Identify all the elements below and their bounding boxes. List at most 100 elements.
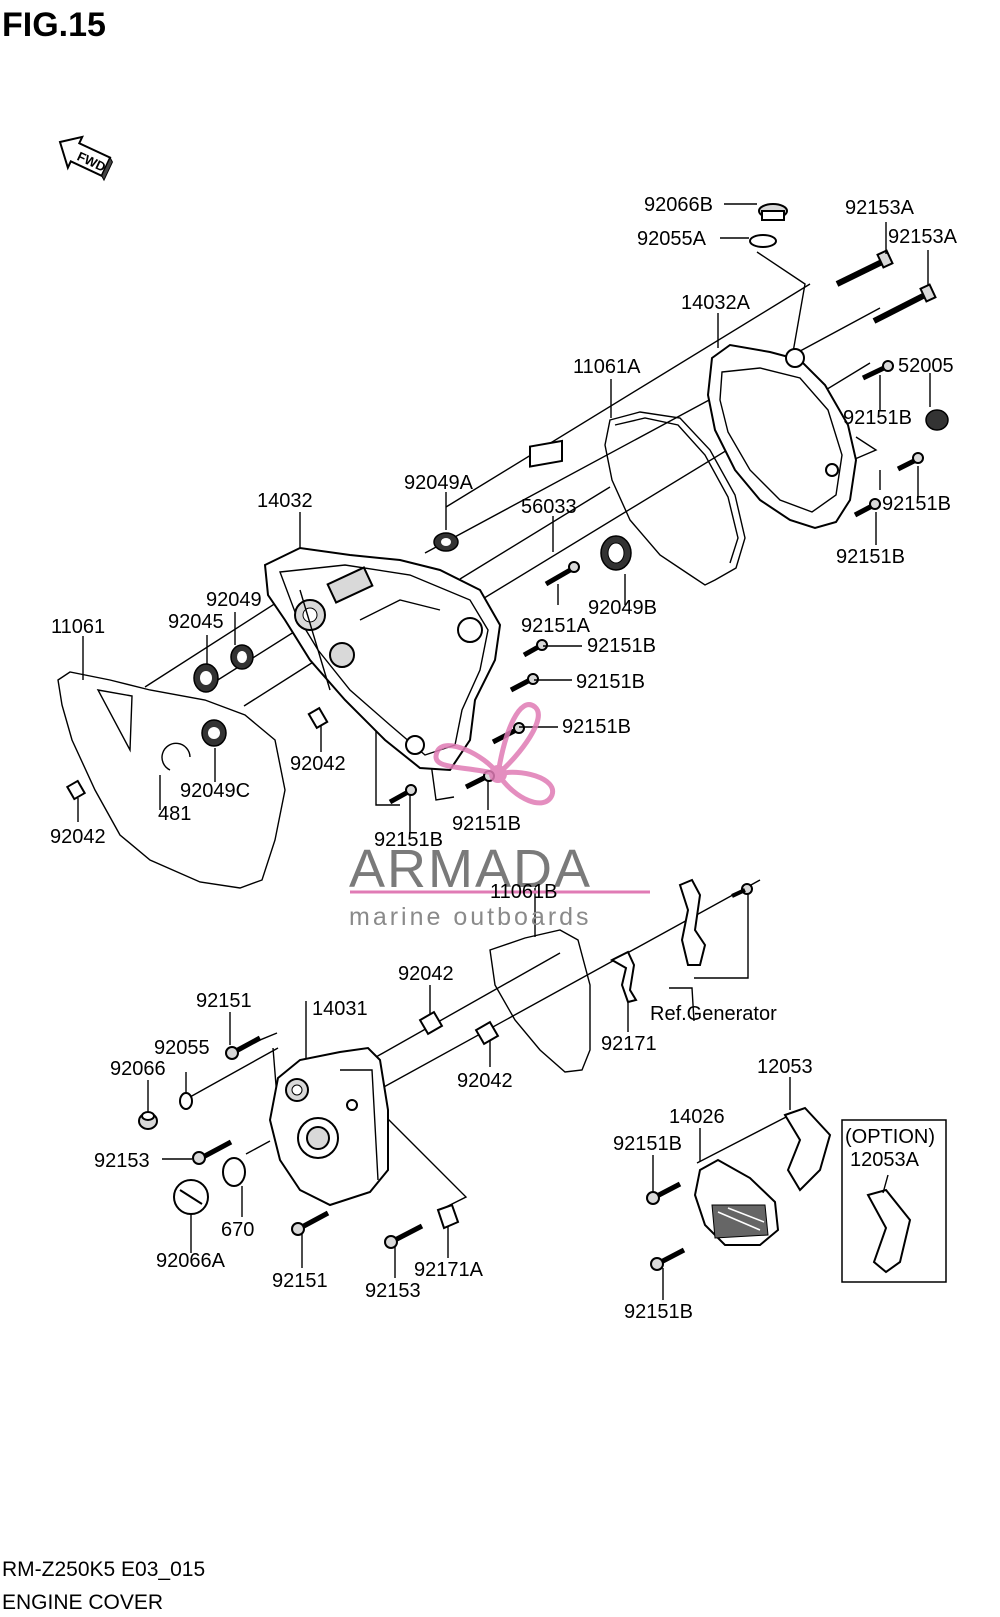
label-92055A: 92055A (637, 228, 707, 250)
label-92151B-10: 92151B (624, 1301, 693, 1323)
label-92151B-2: 92151B (882, 493, 951, 515)
watermark: ARMADA marine outboards (349, 702, 650, 931)
bolt-92153A-2 (872, 283, 937, 324)
label-670: 670 (221, 1219, 254, 1241)
dowel-92042-4 (474, 1020, 500, 1046)
label-92066: 92066 (110, 1058, 166, 1080)
guide-plate-12053 (783, 1106, 832, 1192)
magneto-cover-14031 (268, 1046, 389, 1207)
bolt-92151B-3 (853, 498, 881, 518)
label-92153A-1: 92153A (845, 197, 915, 219)
leader-lines (77, 203, 931, 1300)
gasket-11061A (604, 411, 746, 586)
label-92151B-8: 92151B (452, 813, 521, 835)
label-52005: 52005 (898, 355, 954, 377)
circlip-481 (161, 742, 191, 771)
clutch-cover-14032A (706, 343, 858, 530)
crankcase-cover-14032 (263, 546, 502, 772)
propeller-icon (433, 702, 555, 806)
label-92171: 92171 (601, 1033, 657, 1055)
bolt-92151B-10 (650, 1247, 686, 1271)
label-92153-2: 92153 (365, 1280, 421, 1302)
dowel-92042-2 (65, 779, 87, 801)
o-ring-92055 (179, 1092, 193, 1110)
label-14026: 14026 (669, 1106, 725, 1128)
label-11061: 11061 (51, 616, 105, 638)
bolt-92153A-1 (835, 249, 894, 287)
cap-52005 (925, 409, 949, 431)
plug-92066A (173, 1179, 209, 1215)
watermark-tagline: marine outboards (349, 903, 592, 931)
part-labels: 92066B 92055A 92153A 92153A 14032A 11061… (50, 194, 958, 1323)
seal-92049C (201, 719, 227, 747)
label-92042-1: 92042 (290, 753, 346, 775)
label-92151B-6: 92151B (562, 716, 631, 738)
label-92049C: 92049C (180, 780, 250, 802)
label-92042-2: 92042 (50, 826, 106, 848)
footer-code: RM-Z250K5 E03_015 (2, 1558, 205, 1581)
guide-cover-14026 (693, 1158, 780, 1246)
footer-name: ENGINE COVER (2, 1591, 163, 1614)
watermark-brand: ARMADA (349, 839, 592, 899)
plug-92066 (138, 1111, 158, 1130)
gasket-11061B (489, 929, 591, 1073)
label-92049A: 92049A (404, 472, 474, 494)
label-92151B-5: 92151B (576, 671, 645, 693)
label-92042-4: 92042 (457, 1070, 513, 1092)
seal-92049 (230, 644, 254, 670)
fwd-arrow-icon: FWD (58, 135, 114, 182)
label-92151B-3: 92151B (836, 546, 905, 568)
label-12053A: 12053A (850, 1149, 920, 1171)
label-92151B-7: 92151B (374, 829, 443, 851)
guide-plate-12053A (866, 1188, 912, 1274)
label-92151A: 92151A (521, 615, 591, 637)
option-box (841, 1119, 947, 1283)
label-11061A: 11061A (573, 356, 641, 378)
label-92171A: 92171A (414, 1259, 484, 1281)
label-92049B: 92049B (588, 597, 657, 619)
label-92151B-4: 92151B (587, 635, 656, 657)
seal-92049B (600, 535, 632, 571)
label-56033: 56033 (521, 496, 577, 518)
label-14031: 14031 (312, 998, 368, 1020)
o-ring-92055A (749, 234, 777, 248)
label-92045: 92045 (168, 611, 224, 633)
clamp-92171A (436, 1203, 460, 1230)
label-92151-1: 92151 (196, 990, 252, 1012)
gasket-11061 (57, 671, 286, 889)
label-92066B: 92066B (644, 194, 713, 216)
bolt-92151B-5 (509, 673, 539, 693)
label-481: 481 (158, 803, 191, 825)
bolt-92151-1 (225, 1035, 262, 1060)
label-14032A: 14032A (681, 292, 751, 314)
label-92055: 92055 (154, 1037, 210, 1059)
option-title: (OPTION) (845, 1126, 935, 1148)
label-12053: 12053 (757, 1056, 813, 1078)
dowel-92042-3 (418, 1010, 444, 1036)
bolt-92151A (544, 561, 580, 587)
bolt-92151B-2 (896, 452, 924, 472)
clamp-92171 (609, 950, 638, 1004)
bolt-92151-2 (291, 1210, 330, 1236)
label-92042-3: 92042 (398, 963, 454, 985)
label-92151B-9: 92151B (613, 1133, 682, 1155)
label-11061B: 11061B (490, 881, 557, 903)
label-92049: 92049 (206, 589, 262, 611)
bolt-92151B-9 (646, 1181, 682, 1205)
label-92151B-1: 92151B (843, 407, 912, 429)
plug-92066B (758, 203, 788, 221)
generator-bracket (678, 878, 753, 966)
bearing-92045 (193, 663, 219, 693)
plate-56033 (529, 439, 563, 468)
label-92066A: 92066A (156, 1250, 226, 1272)
bolt-92153-1 (192, 1139, 233, 1165)
bolt-92151B-1 (861, 360, 894, 381)
ref-generator-label: Ref.Generator (650, 1003, 777, 1025)
label-14032: 14032 (257, 490, 313, 512)
bolt-92153-2 (384, 1223, 424, 1249)
figure-title: FIG.15 (2, 6, 106, 44)
bolt-92151B-7 (388, 784, 417, 805)
bolt-92151B-4 (522, 639, 548, 658)
label-92153A-2: 92153A (888, 226, 958, 248)
